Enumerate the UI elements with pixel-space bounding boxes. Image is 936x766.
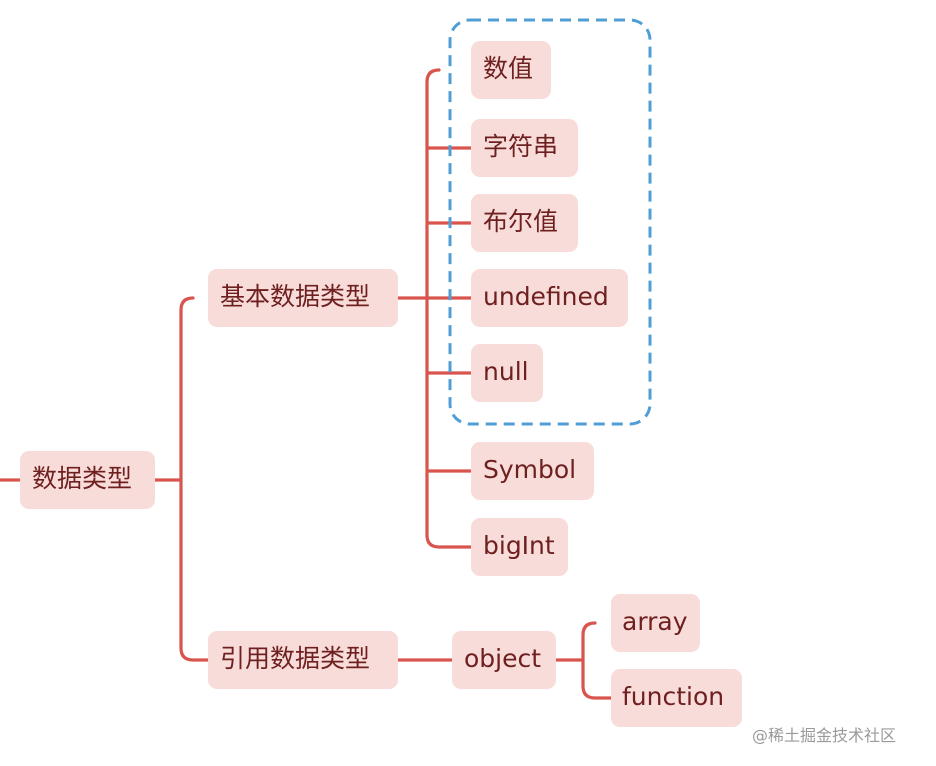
node-label: 字符串	[483, 132, 558, 161]
node-label: undefined	[483, 282, 609, 311]
node-label: array	[622, 607, 688, 636]
node-label: bigInt	[483, 531, 555, 560]
node-root[interactable]: 数据类型	[20, 451, 155, 509]
node-primitive-types[interactable]: 基本数据类型	[208, 269, 398, 327]
node-label: 引用数据类型	[220, 644, 370, 673]
node-label: Symbol	[483, 455, 576, 484]
node-reference-types[interactable]: 引用数据类型	[208, 631, 398, 689]
root-to-categories-line	[153, 296, 210, 662]
node-label: 数值	[483, 54, 533, 83]
node-label: 数据类型	[32, 464, 132, 493]
node-label: 基本数据类型	[220, 282, 370, 311]
node-string[interactable]: 字符串	[471, 119, 578, 177]
node-array[interactable]: array	[611, 594, 700, 652]
node-label: object	[464, 644, 541, 673]
primitive-highlight-box	[448, 18, 652, 426]
node-null[interactable]: null	[471, 344, 543, 402]
node-symbol[interactable]: Symbol	[471, 442, 594, 500]
connectors	[0, 68, 613, 700]
node-label: function	[622, 682, 724, 711]
watermark-text: @稀土掘金技术社区	[752, 726, 897, 745]
node-boolean[interactable]: 布尔值	[471, 194, 578, 252]
primitive-to-children-line	[396, 68, 473, 549]
node-undefined[interactable]: undefined	[471, 269, 628, 327]
node-label: null	[483, 357, 529, 386]
node-label: 布尔值	[483, 207, 558, 236]
node-function[interactable]: function	[611, 669, 742, 727]
object-to-children-line	[554, 621, 613, 700]
node-object[interactable]: object	[452, 631, 556, 689]
node-number[interactable]: 数值	[471, 41, 551, 99]
node-bigint[interactable]: bigInt	[471, 518, 568, 576]
